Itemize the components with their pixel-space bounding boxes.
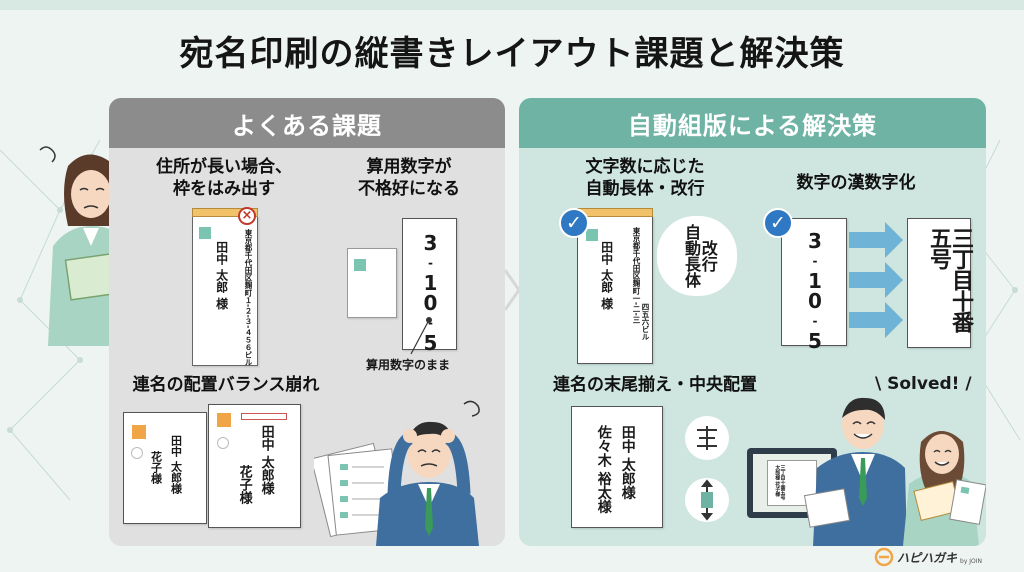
auto-condense-bubble: 自動長体 改行 (657, 216, 737, 296)
monitor-card: 三丁目十番五号 太郎様 花子様 (767, 460, 817, 506)
card-c-name2: 佐々木 裕太様 (595, 425, 612, 514)
center-align-icon (685, 478, 729, 522)
arabic-digits-card: 3 - 1 0 - 5 (402, 218, 457, 355)
check-icon: ✓ (559, 208, 589, 238)
callout-line (410, 317, 432, 355)
arrow-icon (849, 222, 903, 258)
card-a-name1: 田中 太郎様 (169, 435, 183, 494)
card-b-name1: 田中 太郎様 (258, 425, 274, 495)
arabic-digits: 3 - 1 0 - 5 (423, 231, 438, 355)
overflow-address: 東京都千代田区麹町１-２-３-４５６ビル (244, 229, 253, 366)
stamp-icon (586, 229, 598, 241)
bubble-col2: 改行 (698, 240, 718, 272)
logo-mark-icon (874, 547, 894, 567)
brand-logo: ハピハガキ by JOIN (874, 546, 1020, 568)
stressed-man-illustration (314, 400, 480, 546)
envelope-flap (192, 208, 258, 217)
envelope2-name: 田中 太郎 様 (599, 241, 614, 310)
kanji-result: 三丁目十番五号 (926, 227, 973, 332)
logo-sub-text: by JOIN (960, 557, 983, 565)
issues-panel-header: よくある課題 (109, 98, 505, 148)
top-strip (0, 0, 1024, 10)
envelope1-name: 田中 太郎 様 (214, 241, 229, 310)
monitor-text: 三丁目十番五号 太郎様 花子様 (774, 465, 786, 500)
stamp-icon (199, 227, 211, 239)
bubble-col1: 自動長体 (682, 224, 701, 288)
fixed-address-line1: 東京都千代田区麹町一-二-三 (632, 227, 641, 324)
issue-arabic-digits-caption: 算用数字が 不格好になる (358, 157, 460, 199)
solution-auto-condense-caption: 文字数に応じた 自動長体・改行 (585, 157, 705, 199)
logo-main-text: ハピハガキ (897, 550, 958, 565)
check-icon: ✓ (763, 208, 793, 238)
envelope-fixed: 東京都千代田区麹町一-二-三 四五六ビル 田中 太郎 様 (577, 208, 653, 364)
joint-name-card-b: 田中 太郎様 花子様 (208, 404, 301, 528)
arrow-icon (849, 302, 903, 338)
envelope-flap (577, 208, 653, 217)
postmark-icon (217, 437, 229, 449)
postcard-stamp-icon (354, 259, 366, 271)
issue-joint-names-caption: 連名の配置バランス崩れ (132, 375, 320, 395)
source-digits: 3 - 1 0 - 5 (808, 229, 822, 353)
aligned-names-card: 田中 太郎様 佐々木 裕太様 (571, 406, 663, 528)
solution-kanji-digits-caption: 数字の漢数字化 (796, 173, 916, 193)
zip-box (241, 413, 287, 420)
page-title: 宛名印刷の縦書きレイアウト課題と解決策 (179, 34, 845, 74)
envelope-overflow: 東京都千代田区麹町１-２-３-４５６ビル 田中 太郎 様 × (192, 207, 258, 366)
solution-joint-names-caption: 連名の末尾揃え・中央配置 (553, 375, 757, 395)
card-b-name2: 花子様 (236, 465, 252, 504)
conversion-arrows (849, 222, 903, 338)
align-end-icon (685, 416, 729, 460)
fixed-address-line2: 四五六ビル (641, 303, 650, 341)
solutions-panel: 自動組版による解決策 文字数に応じた 自動長体・改行 数字の漢数字化 東京都千代… (519, 98, 986, 546)
kanji-result-card: 三丁目十番五号 (907, 218, 973, 348)
stamp-icon (217, 413, 231, 427)
issue-long-address-caption: 住所が長い場合、 枠をはみ出す (156, 157, 292, 199)
source-digits-card: 3 - 1 0 - 5 (781, 218, 847, 351)
issues-panel: よくある課題 住所が長い場合、 枠をはみ出す 算用数字が 不格好になる 東京都千… (109, 98, 505, 546)
joint-name-card-a: 田中 太郎様 花子様 (123, 412, 207, 524)
card-c-name1: 田中 太郎様 (619, 425, 636, 500)
postcard-back (347, 248, 397, 318)
error-x-icon: × (238, 207, 256, 225)
arabic-note: 算用数字のまま (366, 358, 451, 372)
arrow-icon (849, 262, 903, 298)
card-a-name2: 花子様 (149, 451, 163, 484)
happy-people-illustration (803, 397, 986, 546)
solved-label: \ Solved! / (875, 374, 972, 394)
solutions-panel-header: 自動組版による解決策 (519, 98, 986, 148)
stamp-icon (132, 425, 146, 439)
postmark-icon (131, 447, 143, 459)
